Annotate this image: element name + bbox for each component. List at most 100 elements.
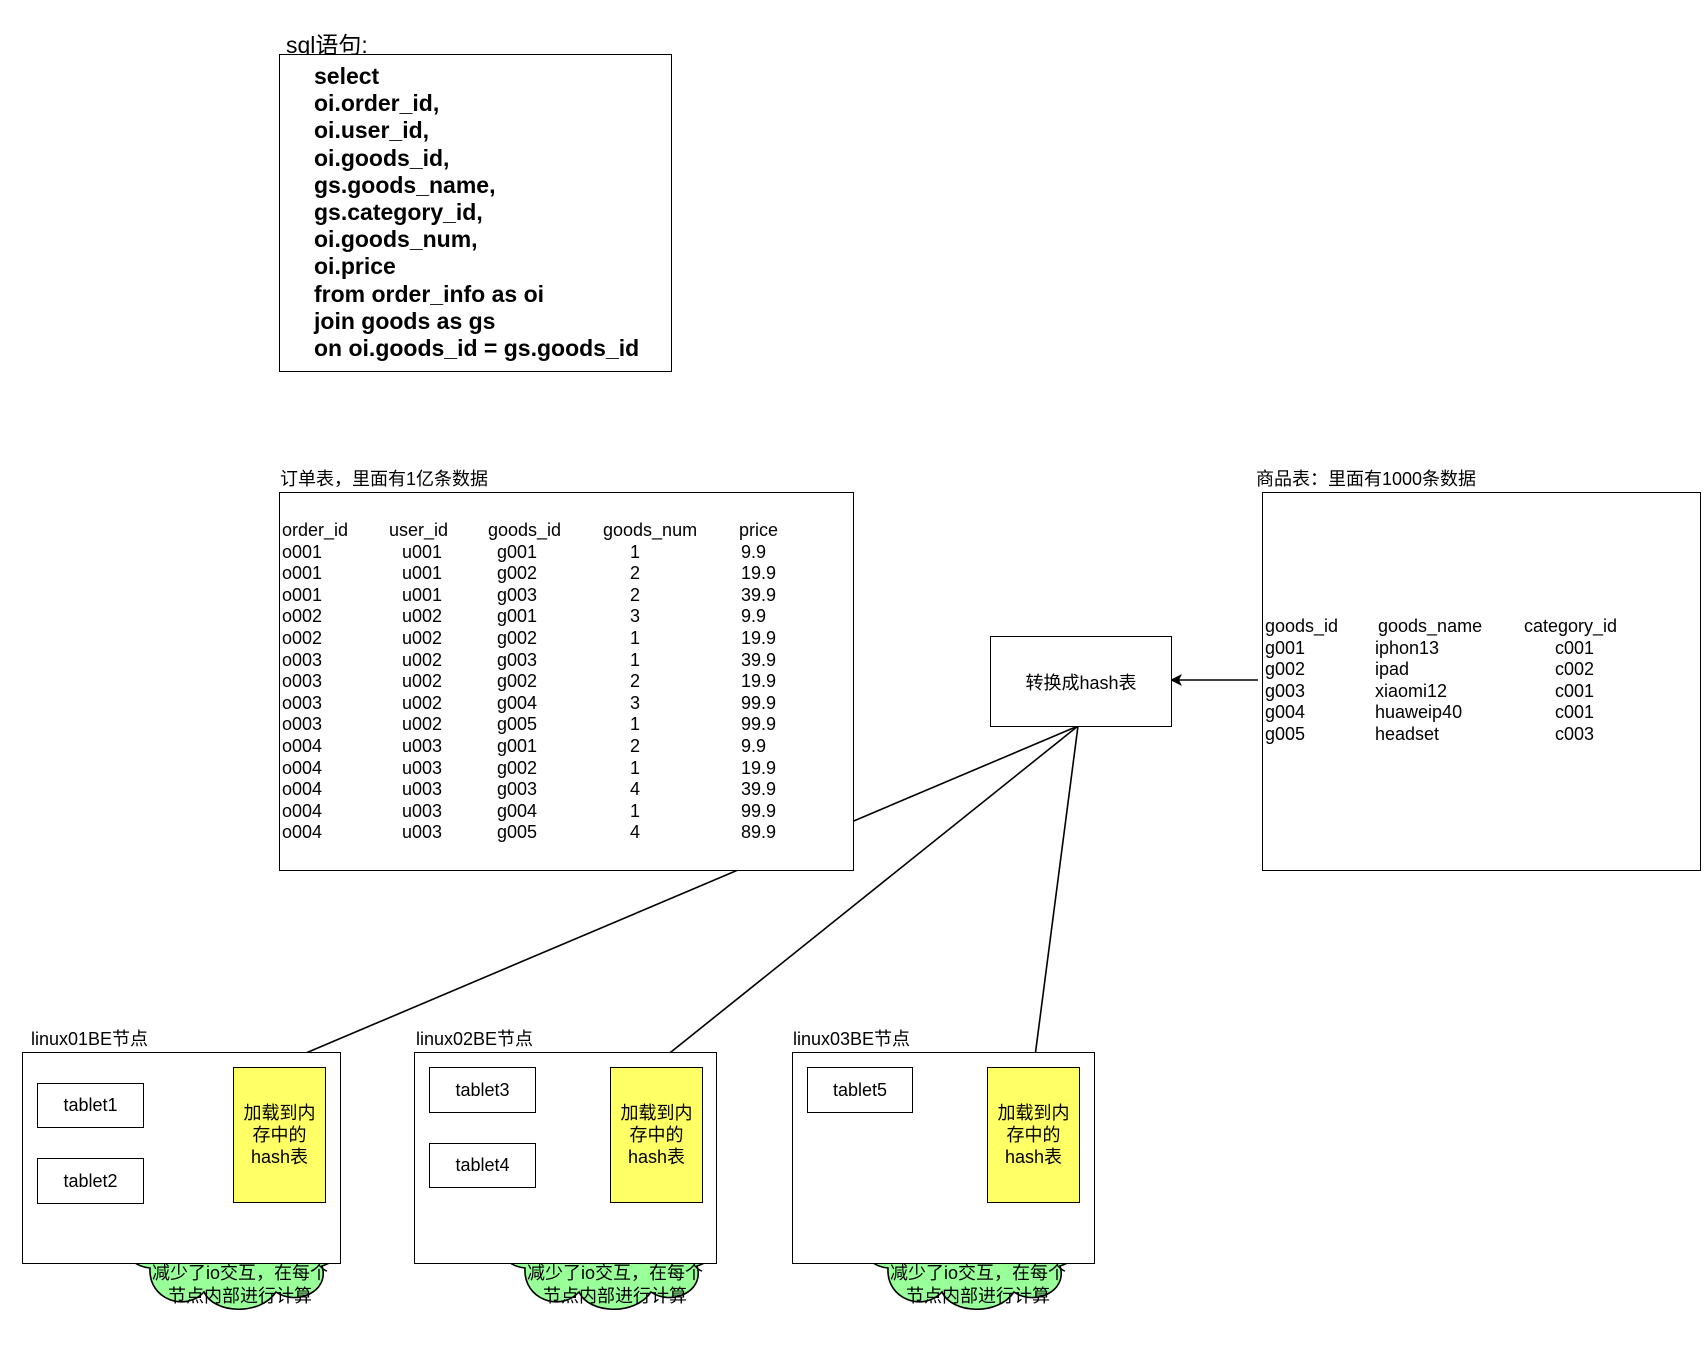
goods-cell: c001 — [1555, 637, 1595, 658]
hash-label-line: 加载到内 — [997, 1103, 1070, 1123]
order-cell: 99.9 — [741, 800, 777, 821]
hash-label-line: 存中的 — [629, 1125, 684, 1145]
order-cell: 9.9 — [741, 606, 767, 627]
goods-cell: g002 — [1265, 659, 1306, 680]
goods-header-cell: goods_id — [1265, 616, 1339, 636]
order-cell: 39.9 — [741, 649, 777, 670]
order-cell: u002 — [402, 714, 443, 735]
sql-line: select — [314, 63, 380, 89]
order-cell: 99.9 — [741, 692, 777, 713]
sql-line: oi.goods_id, — [314, 144, 450, 171]
order-cell: 1 — [630, 541, 641, 562]
order-cell: o004 — [282, 779, 323, 800]
sql-line: oi.goods_num, — [314, 226, 478, 253]
order-cell: g002 — [497, 563, 538, 584]
sql-line: oi.user_id, — [314, 117, 430, 144]
node-1-tablet-2: tablet2 — [37, 1158, 144, 1204]
order-cell: 19.9 — [741, 563, 777, 584]
goods-header-cell: goods_name — [1378, 616, 1483, 636]
order-cell: 4 — [630, 779, 641, 800]
order-cell: u002 — [402, 606, 443, 627]
arrow-hash-to-node1 — [278, 725, 1079, 1066]
order-cell: o001 — [282, 563, 323, 584]
order-cell: o002 — [282, 628, 323, 648]
goods-cell: iphon13 — [1375, 637, 1440, 658]
node-2-tablet-3: tablet3 — [429, 1067, 536, 1113]
cloud-text-line: 节点内部进行计算 — [906, 1286, 1050, 1306]
order-cell: g004 — [497, 692, 538, 713]
order-cell: o001 — [282, 541, 323, 562]
order-cell: u002 — [402, 628, 443, 648]
order-cell: 1 — [630, 714, 641, 735]
order-cell: 19.9 — [741, 671, 777, 692]
hash-label-line: hash表 — [627, 1147, 686, 1167]
hash-label-line: 存中的 — [252, 1125, 307, 1145]
order-cell: u003 — [402, 822, 443, 843]
cloud-text-line: 减少了io交互，在每个 — [889, 1263, 1066, 1283]
order-cell: g003 — [497, 779, 538, 800]
hash-label-line: 加载到内 — [243, 1103, 316, 1123]
goods-header-cell: category_id — [1524, 616, 1618, 636]
order-cell: o004 — [282, 757, 323, 778]
sql-line: on oi.goods_id = gs.goods_id — [314, 335, 640, 362]
order-cell: 39.9 — [741, 779, 777, 800]
order-cell: o003 — [282, 692, 323, 713]
sql-line: from order_info as oi — [314, 280, 545, 307]
node-3-title: linux03BE节点 — [793, 1029, 911, 1049]
goods-table-box: goods_id goods_name category_id g001 iphon13… — [1262, 492, 1701, 871]
goods-table-caption: 商品表：里面有1000条数据 — [1256, 469, 1477, 489]
order-cell: u003 — [402, 800, 443, 821]
order-cell: o002 — [282, 606, 323, 627]
node-2-cloud-text: 减少了io交互，在每个节点内部进行计算 — [515, 1262, 715, 1308]
order-cell: u002 — [402, 649, 443, 670]
order-cell: 4 — [630, 822, 641, 843]
order-header-cell: order_id — [282, 520, 349, 540]
node-3-cloud-text: 减少了io交互，在每个节点内部进行计算 — [878, 1262, 1078, 1308]
node-2-title: linux02BE节点 — [416, 1029, 534, 1049]
order-cell: o004 — [282, 800, 323, 821]
order-cell: g003 — [497, 649, 538, 670]
hash-convert-box: 转换成hash表 — [990, 636, 1172, 727]
order-cell: 1 — [630, 628, 641, 648]
node-1-cloud-text: 减少了io交互，在每个节点内部进行计算 — [140, 1262, 340, 1308]
order-cell: g005 — [497, 822, 538, 843]
order-cell: o001 — [282, 584, 323, 605]
sql-line: oi.price — [314, 253, 396, 280]
sql-line: join goods as gs — [314, 307, 496, 334]
goods-cell: ipad — [1375, 659, 1410, 680]
order-cell: 1 — [630, 649, 641, 670]
order-cell: 19.9 — [741, 757, 777, 778]
cloud-text-line: 减少了io交互，在每个 — [526, 1263, 703, 1283]
order-cell: o003 — [282, 714, 323, 735]
arrow-hash-to-node3 — [1029, 725, 1079, 1066]
goods-cell: c001 — [1555, 702, 1595, 723]
hash-convert-label: 转换成hash表 — [1025, 672, 1137, 693]
goods-cell: g004 — [1265, 702, 1306, 723]
hash-label-line: hash表 — [250, 1147, 309, 1167]
order-cell: o003 — [282, 649, 323, 670]
order-cell: u003 — [402, 736, 443, 756]
order-cell: g001 — [497, 736, 538, 756]
order-cell: 3 — [630, 606, 641, 627]
order-cell: g002 — [497, 671, 538, 692]
order-cell: 2 — [630, 563, 641, 584]
goods-cell: g005 — [1265, 724, 1306, 744]
order-cell: 2 — [630, 671, 641, 692]
order-cell: o003 — [282, 671, 323, 692]
hash-label-line: 加载到内 — [620, 1103, 693, 1123]
order-cell: 3 — [630, 692, 641, 713]
order-cell: 2 — [630, 736, 641, 756]
order-header-cell: price — [739, 520, 779, 540]
order-header-cell: goods_num — [603, 520, 698, 540]
hash-label-line: hash表 — [1004, 1147, 1063, 1167]
goods-cell: headset — [1375, 724, 1440, 744]
sql-line: gs.category_id, — [314, 199, 483, 226]
goods-cell: g001 — [1265, 637, 1306, 658]
order-cell: u002 — [402, 671, 443, 692]
order-cell: g002 — [497, 628, 538, 648]
order-cell: 99.9 — [741, 714, 777, 735]
